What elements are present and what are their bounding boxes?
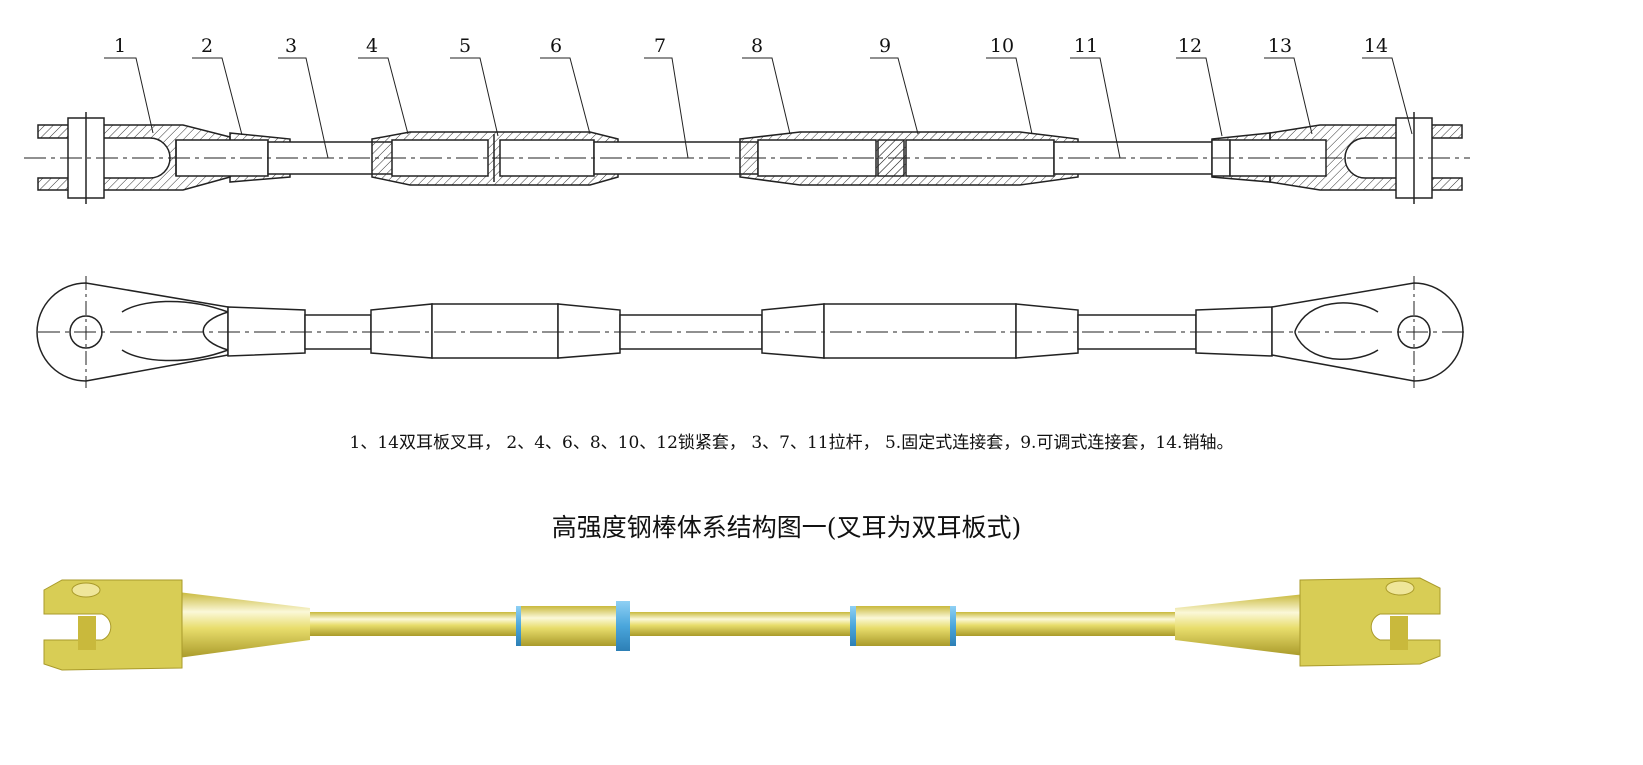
render-right-pin-top	[1385, 580, 1415, 596]
callout-7: 7	[654, 35, 666, 57]
callout-11: 11	[1074, 35, 1098, 57]
callout-8: 8	[751, 35, 763, 57]
parts-legend: 1、14双耳板叉耳， 2、4、6、8、10、12锁紧套， 3、7、11拉杆， 5…	[349, 433, 1234, 453]
right-clevis-slot	[1294, 302, 1379, 360]
render-ring-3	[850, 606, 856, 646]
render-ring-4	[950, 606, 956, 646]
connect-sleeve-5-elev	[431, 303, 559, 359]
callout-3: 3	[285, 35, 297, 57]
callout-2: 2	[201, 35, 213, 57]
render-ring-2	[616, 601, 630, 651]
render-ring-1	[516, 606, 521, 646]
render-rod	[300, 612, 1300, 636]
render-right-taper	[1175, 594, 1305, 656]
left-clevis-plate	[36, 282, 229, 382]
render-left-pin-top	[71, 582, 101, 598]
callout-13: 13	[1268, 35, 1292, 57]
render-right-pin	[1390, 616, 1408, 650]
callout-6: 6	[550, 35, 562, 57]
lock-sleeve-10-elev	[1015, 303, 1079, 359]
callout-1: 1	[114, 35, 126, 57]
adjust-sleeve-9-elev	[823, 303, 1017, 359]
callout-5: 5	[459, 35, 471, 57]
section-view	[24, 112, 1470, 204]
callout-leaders	[104, 57, 1413, 159]
render-left-pin	[78, 616, 96, 650]
left-clevis-slot	[121, 300, 229, 362]
callout-14: 14	[1364, 35, 1388, 57]
lock-sleeve-8-elev	[761, 303, 825, 359]
render-right-clevis	[1299, 577, 1441, 667]
figure-title: 高强度钢棒体系结构图一(叉耳为双耳板式)	[551, 513, 1022, 542]
callout-numbers: 1 2 3 4 5 6 7 8 9 10 11 12 13 14	[114, 35, 1388, 57]
callout-12: 12	[1178, 35, 1202, 57]
render-left-sleeve	[518, 606, 626, 646]
rendered-assembly	[43, 577, 1441, 671]
callout-4: 4	[366, 35, 378, 57]
render-left-taper	[178, 592, 310, 658]
callout-10: 10	[990, 35, 1014, 57]
elevation-view	[36, 276, 1464, 388]
render-left-clevis	[43, 579, 183, 671]
lock-sleeve-6-elev	[557, 303, 621, 359]
callout-9: 9	[879, 35, 891, 57]
render-right-sleeve	[852, 606, 956, 646]
lock-sleeve-4-elev	[370, 303, 433, 359]
